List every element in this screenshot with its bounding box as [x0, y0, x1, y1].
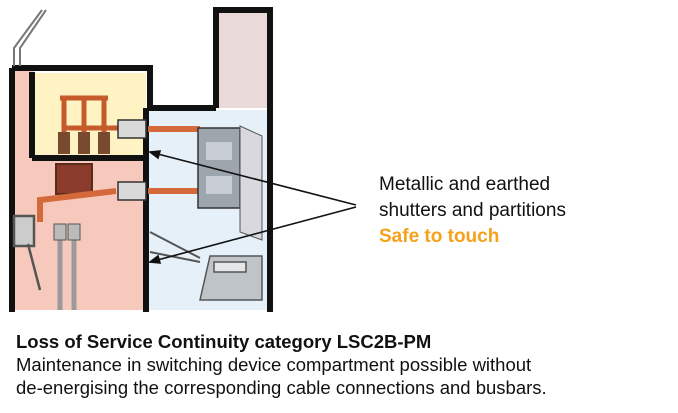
copper-conductors [37, 126, 200, 222]
caption-line-1: Maintenance in switching device compartm… [16, 354, 532, 375]
pressure-relief-flap [13, 9, 47, 66]
earthing-switch [12, 214, 42, 291]
callout-line-1: Metallic and earthed [379, 174, 551, 195]
spout-contacts [117, 119, 147, 201]
breaker-truck [199, 255, 263, 301]
caption-block: Loss of Service Continuity category LSC2… [16, 330, 547, 399]
caption-line-2: de-energising the corresponding cable co… [16, 377, 547, 398]
callout-text: Metallic and earthed shutters and partit… [379, 172, 566, 250]
cable-terminations [53, 223, 81, 241]
metallic-shutters [149, 231, 201, 263]
callout-safe-label: Safe to touch [379, 226, 500, 247]
callout-arrows [147, 150, 357, 264]
current-transformer [55, 163, 93, 195]
caption-title: Loss of Service Continuity category LSC2… [16, 331, 432, 352]
callout-line-2: shutters and partitions [379, 200, 566, 221]
enclosure-walls [9, 7, 273, 312]
cables [57, 236, 77, 310]
busbar-insulators [58, 132, 110, 154]
lv-compartment [216, 10, 270, 108]
circuit-breaker [197, 125, 263, 241]
